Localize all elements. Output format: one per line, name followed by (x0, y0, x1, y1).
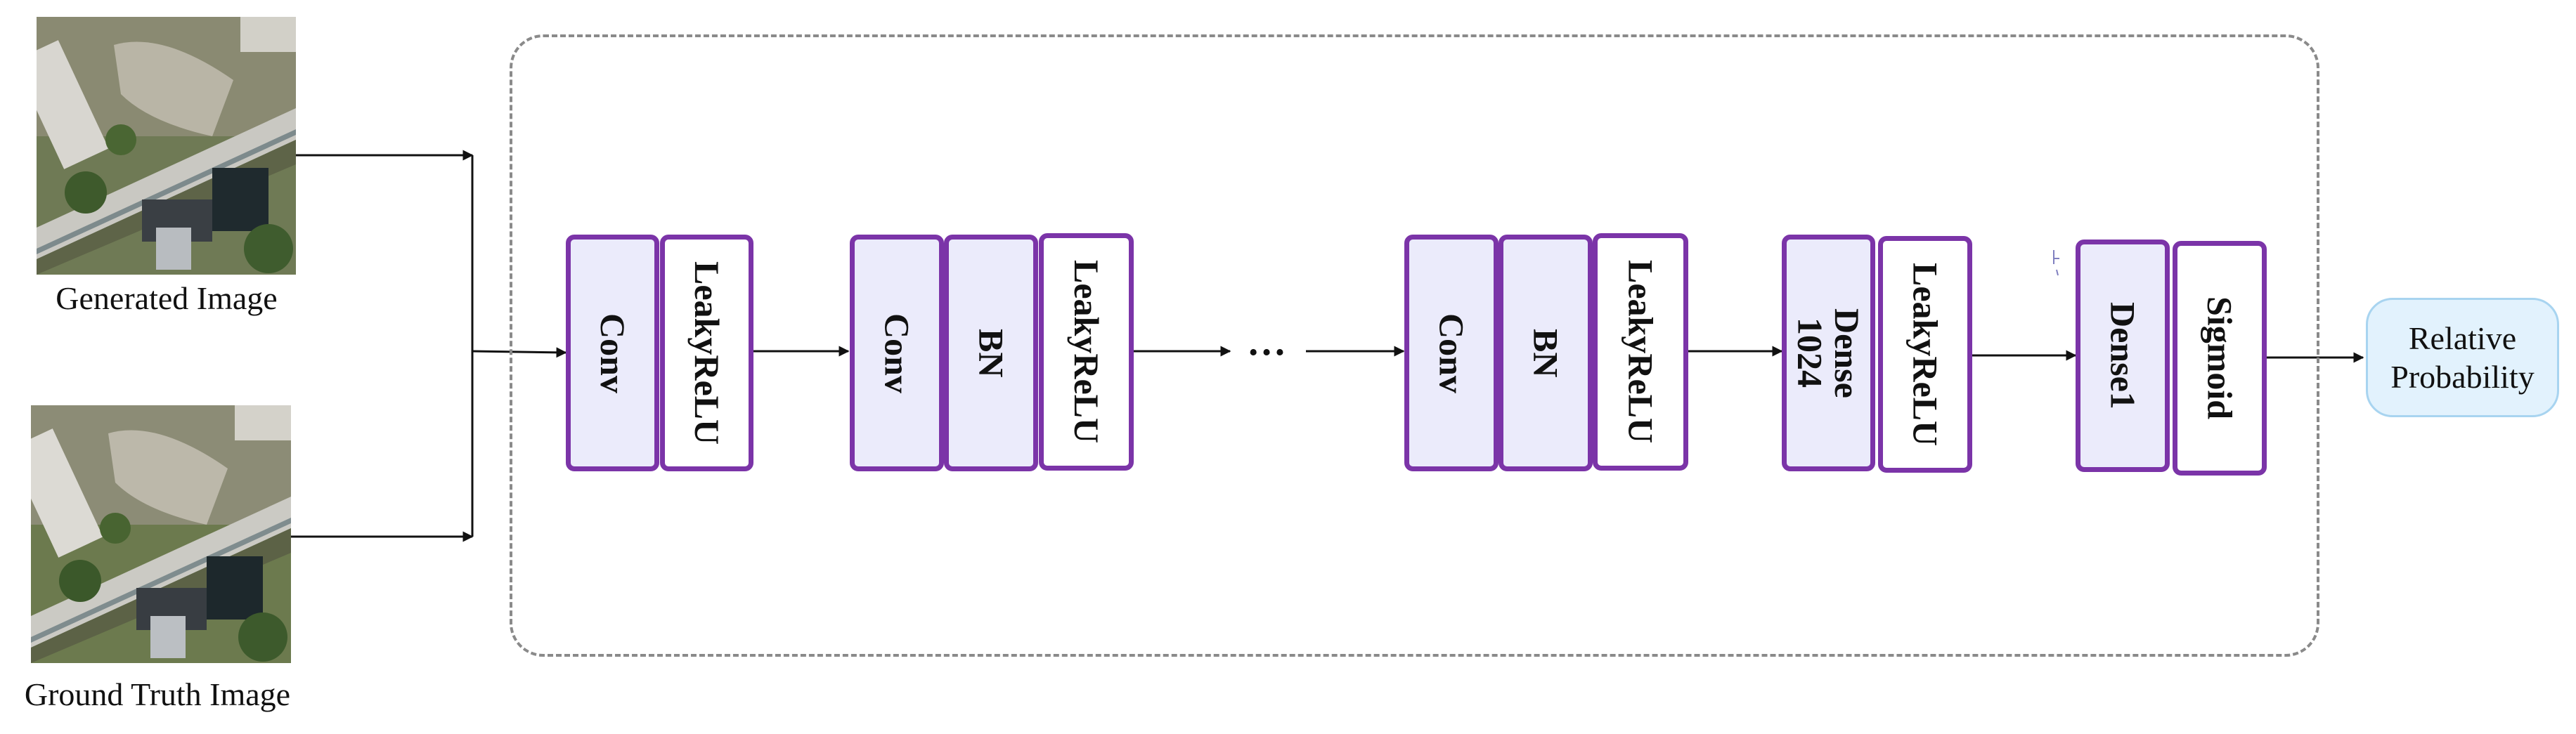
layer-dense1-label: Dense1 (2103, 302, 2143, 409)
layer-dense1: Dense1 (2076, 240, 2170, 472)
layer-sigmoid-label: Sigmoid (2200, 296, 2240, 420)
layer-conv-3-label: Conv (1432, 313, 1472, 393)
output-relative-probability: Relative Probability (2366, 298, 2559, 417)
layer-leakyrelu-3: LeakyReLU (1593, 233, 1688, 471)
stray-mark-icon (2053, 250, 2059, 276)
layer-dense-1024-label: Dense 1024 (1790, 308, 1868, 398)
layer-bn-2-label: BN (971, 328, 1011, 378)
layer-bn-3: BN (1499, 235, 1593, 471)
layer-bn-2: BN (944, 235, 1038, 471)
layer-leakyrelu-4-label: LeakyReLU (1905, 262, 1946, 447)
ellipsis: … (1247, 320, 1288, 364)
layer-bn-3-label: BN (1526, 328, 1566, 378)
generated-image (37, 17, 296, 275)
ground-truth-image (31, 405, 291, 663)
layer-leakyrelu-4: LeakyReLU (1878, 236, 1972, 473)
layer-sigmoid: Sigmoid (2173, 241, 2267, 476)
output-label: Relative Probability (2390, 319, 2534, 396)
output-label-line-2: Probability (2390, 359, 2535, 395)
output-label-line-1: Relative (2408, 320, 2517, 356)
layer-conv-1: Conv (566, 235, 659, 471)
layer-conv-3: Conv (1404, 235, 1499, 471)
layer-leakyrelu-1: LeakyReLU (660, 235, 753, 471)
layer-conv-2-label: Conv (877, 313, 917, 393)
layer-conv-1-label: Conv (593, 313, 633, 393)
generated-image-caption: Generated Image (56, 280, 278, 316)
ground-truth-image-caption: Ground Truth Image (24, 676, 291, 712)
layer-leakyrelu-2: LeakyReLU (1039, 233, 1134, 471)
layer-conv-2: Conv (850, 235, 944, 471)
layer-leakyrelu-2-label: LeakyReLU (1066, 260, 1106, 444)
arrow-merge-to-conv (472, 347, 567, 358)
layer-leakyrelu-3-label: LeakyReLU (1621, 260, 1661, 444)
layer-dense-1024: Dense 1024 (1782, 235, 1875, 471)
discriminator-network-boundary (510, 34, 2319, 657)
layer-leakyrelu-1-label: LeakyReLU (687, 261, 727, 445)
